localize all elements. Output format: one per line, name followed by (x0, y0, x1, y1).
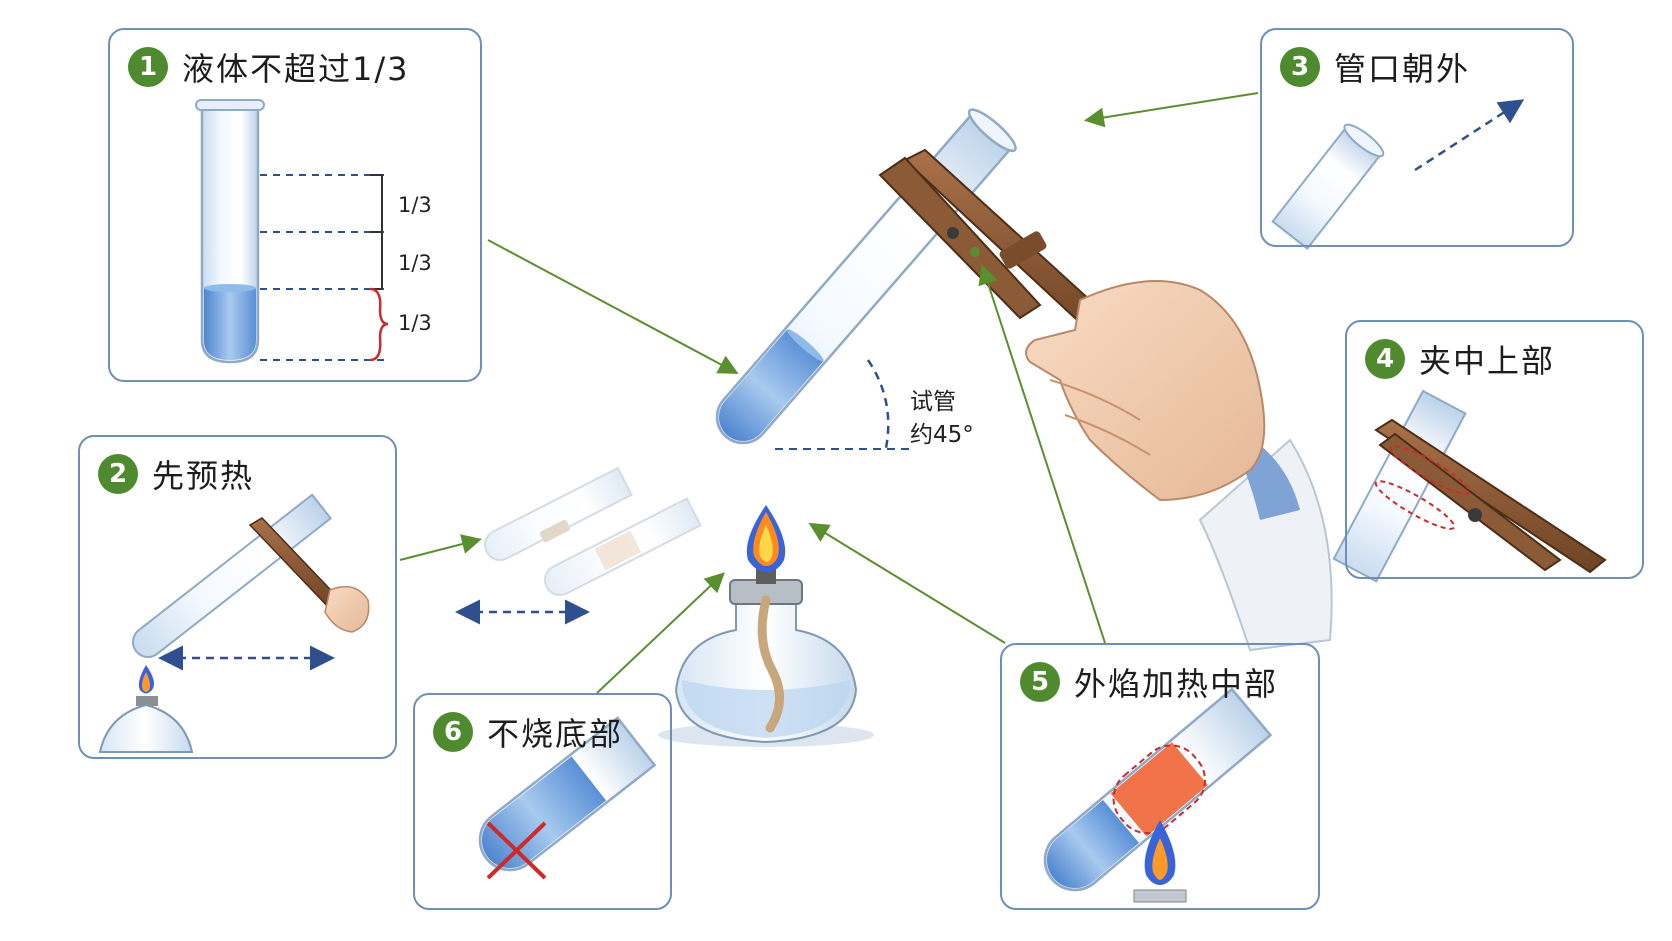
step-panel-3: 3 管口朝外 (1260, 28, 1574, 247)
fraction-label-top: 1/3 (398, 193, 432, 217)
step-badge-2: 2 (98, 454, 138, 494)
alcohol-lamp (658, 505, 874, 747)
step-panel-6: 6 不烧底部 (413, 693, 672, 910)
fraction-label-middle: 1/3 (398, 251, 432, 275)
angle-label-line2: 约45° (910, 422, 974, 448)
connector-lines (399, 92, 1259, 694)
step-panel-2: 2 先预热 (78, 435, 397, 759)
step-title-4: 夹中上部 (1419, 342, 1556, 380)
panel2-scene (98, 493, 370, 753)
main-test-tube (715, 108, 1017, 445)
panel3-scene (1271, 99, 1525, 250)
step-badge-3: 3 (1280, 47, 1320, 87)
step-badge-5: 5 (1020, 662, 1060, 702)
hand (1025, 280, 1333, 652)
step-badge-6: 6 (433, 712, 473, 752)
panel1-brackets (369, 174, 389, 362)
panel6-scene (478, 716, 657, 880)
step-title-2: 先预热 (152, 457, 255, 495)
fraction-label-bottom: 1/3 (398, 311, 432, 335)
step-title-5: 外焰加热中部 (1074, 665, 1279, 703)
panel5-scene (1043, 687, 1273, 903)
step-badge-4: 4 (1365, 339, 1405, 379)
step-panel-4: 4 夹中上部 (1345, 320, 1644, 579)
preheat-ghost-tubes (484, 466, 702, 596)
panel1-guides (260, 174, 385, 361)
angle-label-line1: 试管 (910, 389, 956, 415)
step-panel-5: 5 外焰加热中部 (1000, 643, 1320, 910)
step-title-3: 管口朝外 (1334, 50, 1471, 88)
panel1-tube (195, 99, 265, 364)
step-title-1: 液体不超过1/3 (182, 50, 410, 88)
panel4-scene (1332, 389, 1607, 583)
angle-indicator (775, 359, 910, 450)
step-title-6: 不烧底部 (487, 715, 624, 753)
step-badge-1: 1 (128, 47, 168, 87)
step-panel-1: 1 液体不超过1/3 (108, 28, 482, 382)
